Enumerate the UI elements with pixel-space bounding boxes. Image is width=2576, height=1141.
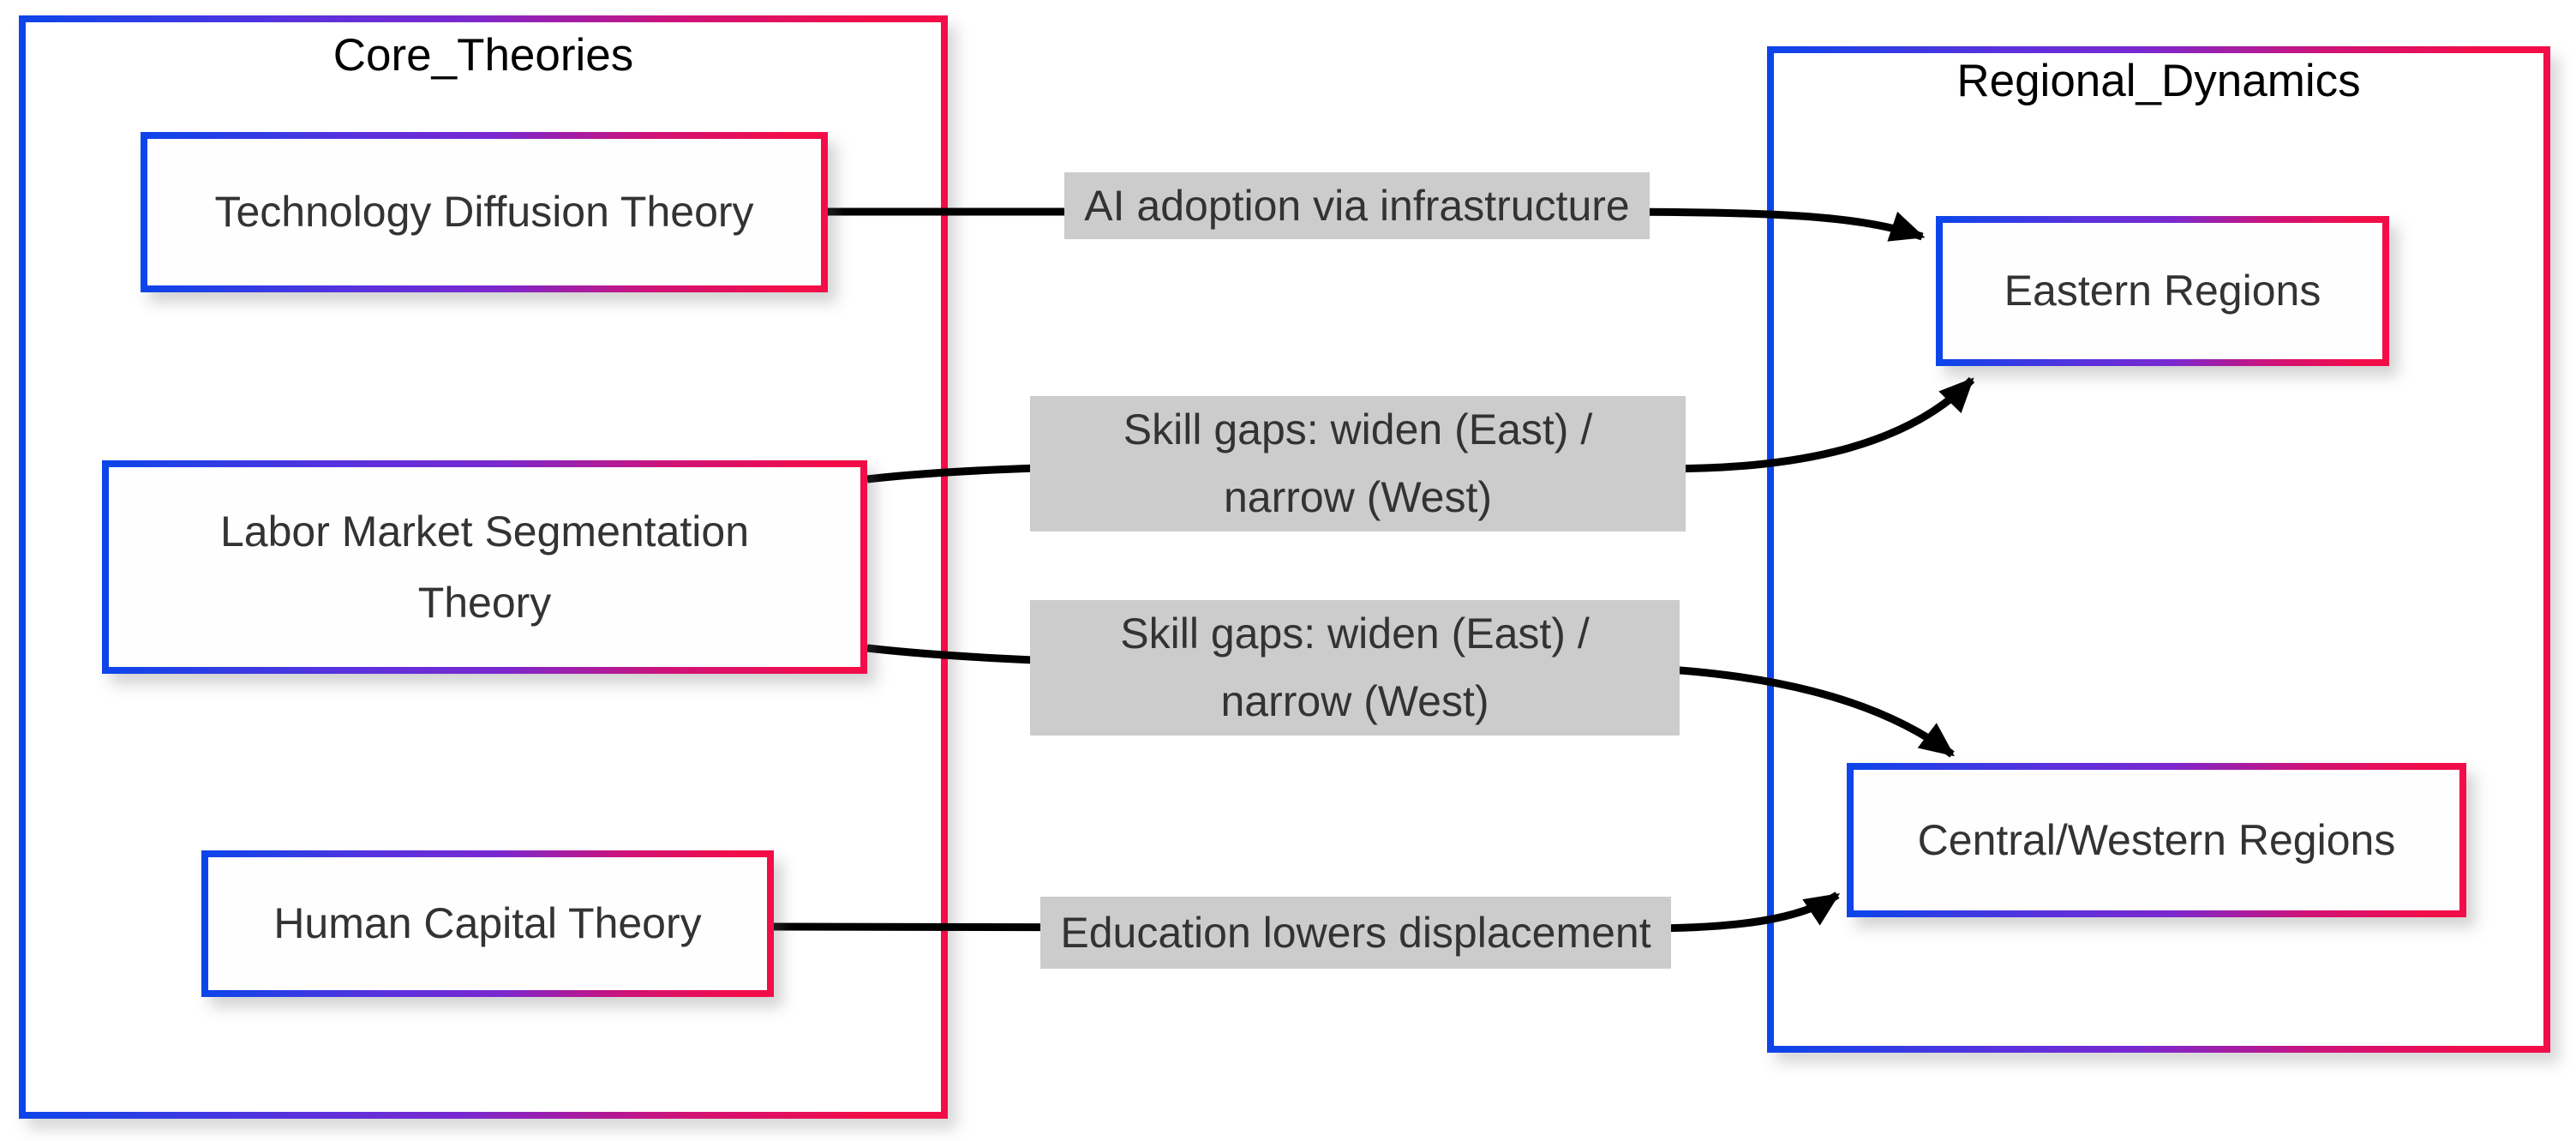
node-human-capital-theory: Human Capital Theory: [201, 850, 774, 997]
edge-label-text: Skill gaps: widen (East) / narrow (West): [1123, 405, 1593, 521]
edge-label-skill-gaps-east: Skill gaps: widen (East) / narrow (West): [1030, 396, 1686, 531]
node-central-western-regions: Central/Western Regions: [1847, 763, 2466, 917]
node-label: Technology Diffusion Theory: [214, 188, 754, 236]
cluster-core-theories-title: Core_Theories: [332, 30, 634, 81]
node-label: Central/Western Regions: [1917, 815, 2396, 864]
edge-label-skill-gaps-west: Skill gaps: widen (East) / narrow (West): [1030, 600, 1680, 736]
node-label: Eastern Regions: [2004, 267, 2321, 315]
edge-label-text: AI adoption via infrastructure: [1084, 181, 1630, 230]
node-label: Human Capital Theory: [273, 899, 702, 947]
node-label: Labor Market Segmentation Theory: [219, 507, 750, 627]
edge-label-text: Education lowers displacement: [1060, 908, 1651, 957]
node-labor-market-segmentation-theory: Labor Market Segmentation Theory: [102, 460, 867, 674]
node-eastern-regions: Eastern Regions: [1936, 216, 2389, 366]
edge-label-education: Education lowers displacement: [1040, 897, 1671, 969]
edge-label-ai-adoption: AI adoption via infrastructure: [1064, 172, 1650, 239]
node-technology-diffusion-theory: Technology Diffusion Theory: [141, 132, 828, 292]
edge-label-text: Skill gaps: widen (East) / narrow (West): [1120, 610, 1590, 725]
cluster-regional-dynamics-title: Regional_Dynamics: [1956, 56, 2361, 106]
